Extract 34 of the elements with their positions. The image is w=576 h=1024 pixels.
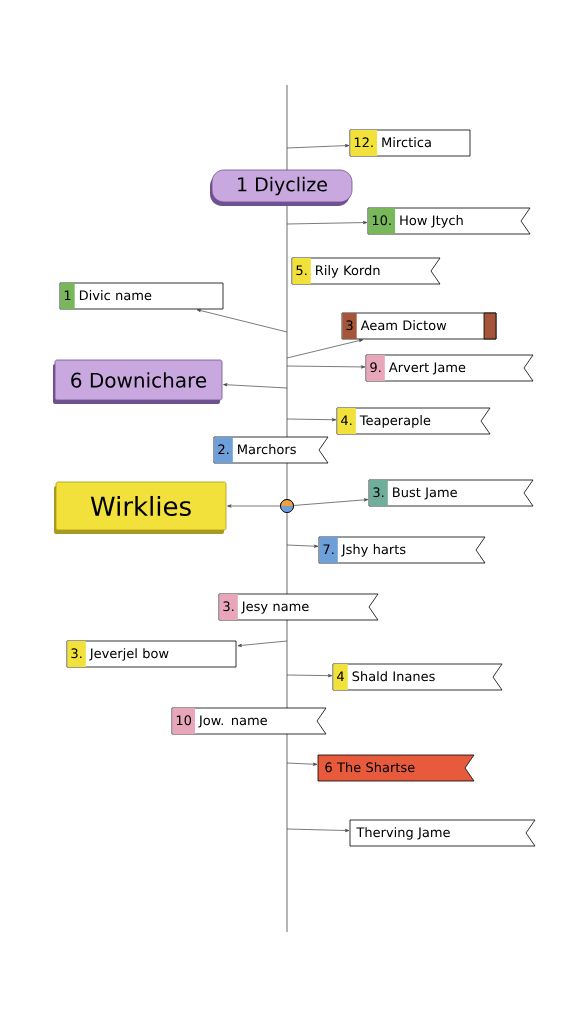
flag-label: 2. Marchors [213, 436, 329, 464]
flag-label: 12. Mirctica [349, 129, 471, 157]
arrow [223, 383, 288, 389]
flag-label: 4. Teaperaple [336, 407, 491, 435]
flag-label: 3. Jeverjel bow [66, 640, 237, 668]
arrow [286, 674, 333, 678]
title-pill: 1 Diyclize [210, 169, 353, 206]
arrow [237, 640, 288, 647]
flag-label: 1 Divic name [59, 282, 224, 310]
flag-label: Therving Jame [349, 819, 536, 847]
flag-label: 10 Jow. name [171, 707, 327, 735]
flag-label: 10. How Jtych [367, 207, 531, 235]
flag-label: 4 Shald Inanes [332, 663, 503, 691]
arrow [196, 309, 288, 333]
highlight-box: Wirklies [54, 481, 227, 534]
flag-label: 6 The Shartse [317, 754, 475, 782]
arrow [286, 365, 366, 369]
arrow [286, 418, 337, 422]
arrow [286, 762, 318, 766]
flag-label: 5. Rily Kordn [291, 257, 441, 285]
highlight-box: 6 Downichare [53, 359, 223, 404]
flag-label: 3 Aeam Dictow [341, 312, 497, 340]
arrow [286, 338, 364, 359]
arrow [227, 504, 281, 508]
arrow [286, 828, 350, 833]
arrow [286, 144, 350, 149]
flag-label: 3. Jesy name [218, 593, 379, 621]
arrow [286, 221, 368, 225]
flag-label: 3. Bust Jame [368, 479, 534, 507]
flag-label: 7. Jshy harts [318, 536, 486, 564]
flag-label: 9. Arvert Jame [365, 354, 534, 382]
circle-marker [280, 499, 294, 513]
arrow [293, 498, 369, 506]
arrow [286, 544, 319, 548]
